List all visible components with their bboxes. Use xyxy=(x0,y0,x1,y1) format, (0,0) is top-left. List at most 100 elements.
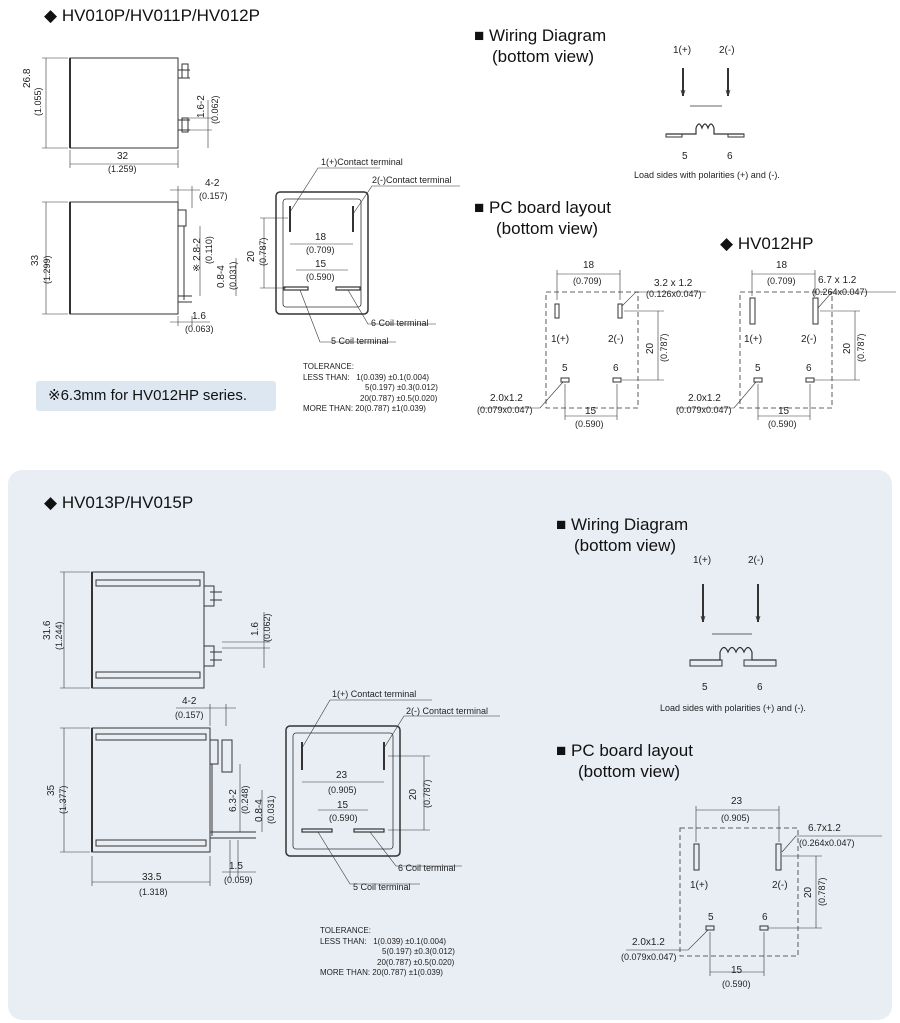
bottom-side-height-in: (1.244) xyxy=(54,621,64,650)
bottom-front-top-in: (0.157) xyxy=(175,710,204,720)
wiring-subtitle: (bottom view) xyxy=(492,47,595,66)
hp-coil-hole-in: (0.079x0.047) xyxy=(676,405,732,415)
bottom-wiring-p1: 1(+) xyxy=(693,555,712,566)
bottom-tolerance: TOLERANCE:LESS THAN: 1(0.039) ±0.1(0.004… xyxy=(320,926,455,979)
tolerance-line: 1(0.039) ±0.1(0.004) xyxy=(356,372,430,382)
hp-d18-in: (0.709) xyxy=(767,276,796,286)
top-wiring-note: Load sides with polarities (+) and (-). xyxy=(634,170,780,180)
bottom-pcb-d15: 15 xyxy=(731,965,743,976)
top-front-top: 4-2 xyxy=(205,178,220,189)
bottom-wiring-note: Load sides with polarities (+) and (-). xyxy=(660,703,806,713)
bottom-front-pin-thk: 0.8-4 xyxy=(254,799,265,822)
pcb-title: PC board layout xyxy=(571,741,693,760)
tolerance-less-label: LESS THAN: xyxy=(303,372,350,382)
bottom-contact2-label: 2(-) Contact terminal xyxy=(406,706,489,716)
top-side-width-in: (1.259) xyxy=(108,164,137,174)
bottom-pcb-heading: ■ PC board layout (bottom view) xyxy=(556,740,693,782)
bottom-front-pin-len: 6.3-2 xyxy=(228,789,239,812)
bottom-front-pin-len-in: (0.248) xyxy=(240,785,250,814)
top-front-bottom: 1.6 xyxy=(192,311,206,322)
bottom-side-pin-in: (0.062) xyxy=(262,613,272,642)
top-section-title: ◆ HV010P/HV011P/HV012P xyxy=(44,6,260,26)
top-wiring-p2: 2(-) xyxy=(719,45,735,56)
top-pcb-p5: 5 xyxy=(562,363,568,374)
hp-d15: 15 xyxy=(778,406,790,417)
bottom-bv-d20: 20 xyxy=(408,788,419,800)
hp-d18: 18 xyxy=(776,260,788,271)
tolerance-title: TOLERANCE: xyxy=(320,926,371,935)
square-icon: ■ xyxy=(474,198,485,217)
bottom-wiring-p6: 6 xyxy=(757,682,763,693)
bottom-pcb-d23-in: (0.905) xyxy=(721,813,750,823)
tolerance-more: MORE THAN: 20(0.787) ±1(0.039) xyxy=(320,968,443,977)
bottom-front-width-in: (1.318) xyxy=(139,887,168,897)
hp-p1: 1(+) xyxy=(744,334,763,345)
pcb-subtitle: (bottom view) xyxy=(496,219,599,238)
top-pcb-heading: ■ PC board layout (bottom view) xyxy=(474,197,611,239)
top-wiring-p1: 1(+) xyxy=(673,45,692,56)
bottom-section-title: ◆ HV013P/HV015P xyxy=(44,493,193,513)
bottom-side-height: 31.6 xyxy=(42,620,53,640)
pcb-title: PC board layout xyxy=(489,198,611,217)
top-coil6-label: 6 Coil terminal xyxy=(371,318,429,328)
top-pcb-p2: 2(-) xyxy=(608,334,624,345)
bottom-pcb-d20-in: (0.787) xyxy=(817,877,827,906)
top-pcb-coil-hole: 2.0x1.2 xyxy=(490,393,523,404)
top-front-bottom-in: (0.063) xyxy=(185,324,214,334)
bottom-pcb-hole-in: (0.264x0.047) xyxy=(799,838,855,848)
top-side-width: 32 xyxy=(117,151,129,162)
bottom-pcb-p2: 2(-) xyxy=(772,880,788,891)
top-pcb-hole: 3.2 x 1.2 xyxy=(654,278,693,289)
top-pcb-d18-in: (0.709) xyxy=(573,276,602,286)
bottom-front-width: 33.5 xyxy=(142,872,162,883)
bottom-coil5-label: 5 Coil terminal xyxy=(353,882,411,892)
top-bv-d15-in: (0.590) xyxy=(306,272,335,282)
bottom-pcb-coil-hole: 2.0x1.2 xyxy=(632,937,665,948)
bottom-pcb-d23: 23 xyxy=(731,796,743,807)
top-pcb-d15: 15 xyxy=(585,406,597,417)
bottom-pcb-hole: 6.7x1.2 xyxy=(808,823,841,834)
top-pcb-p1: 1(+) xyxy=(551,334,570,345)
hp-p6: 6 xyxy=(806,363,812,374)
top-pcb-coil-hole-in: (0.079x0.047) xyxy=(477,405,533,415)
top-bv-d18-in: (0.709) xyxy=(306,245,335,255)
tolerance-title: TOLERANCE: xyxy=(303,362,354,371)
bottom-bv-d15-in: (0.590) xyxy=(329,813,358,823)
square-icon: ■ xyxy=(474,26,485,45)
top-pcb-hole-in: (0.126x0.047) xyxy=(646,289,702,299)
bottom-wiring-p5: 5 xyxy=(702,682,708,693)
wiring-title: Wiring Diagram xyxy=(489,26,607,45)
bottom-front-height: 35 xyxy=(46,784,57,796)
pcb-subtitle: (bottom view) xyxy=(578,762,681,781)
top-pcb-p6: 6 xyxy=(613,363,619,374)
tolerance-line: 20(0.787) ±0.5(0.020) xyxy=(360,393,438,403)
wiring-title: Wiring Diagram xyxy=(571,515,689,534)
diamond-icon: ◆ xyxy=(720,234,734,253)
bottom-pcb-coil-hole-in: (0.079x0.047) xyxy=(621,952,677,962)
bottom-bv-d23: 23 xyxy=(336,770,348,781)
top-wiring-p6: 6 xyxy=(727,151,733,162)
hp-callout: ※6.3mm for HV012HP series. xyxy=(36,381,276,411)
bottom-contact1-label: 1(+) Contact terminal xyxy=(332,689,417,699)
square-icon: ■ xyxy=(556,515,567,534)
tolerance-more: MORE THAN: 20(0.787) ±1(0.039) xyxy=(303,404,426,413)
diamond-icon: ◆ xyxy=(44,493,58,512)
hp-coil-hole: 2.0x1.2 xyxy=(688,393,721,404)
bottom-bv-d15: 15 xyxy=(337,800,349,811)
top-bv-d15: 15 xyxy=(315,259,327,270)
bottom-front-right-in: (0.059) xyxy=(224,875,253,885)
tolerance-line: 20(0.787) ±0.5(0.020) xyxy=(377,957,455,967)
top-wiring-p5: 5 xyxy=(682,151,688,162)
diamond-icon: ◆ xyxy=(44,6,58,25)
bottom-coil6-label: 6 Coil terminal xyxy=(398,863,456,873)
bottom-title-text: HV013P/HV015P xyxy=(61,493,194,512)
top-drawings xyxy=(42,57,896,420)
hp-hole-in: (0.264x0.047) xyxy=(812,287,868,297)
hp-heading: ◆ HV012HP xyxy=(720,234,813,254)
bottom-side-pin: 1.6 xyxy=(250,622,261,636)
top-title-text: HV010P/HV011P/HV012P xyxy=(61,6,260,25)
bottom-panel xyxy=(8,470,892,1020)
hp-title: HV012HP xyxy=(737,234,814,253)
bottom-front-height-in: (1.377) xyxy=(58,785,68,814)
